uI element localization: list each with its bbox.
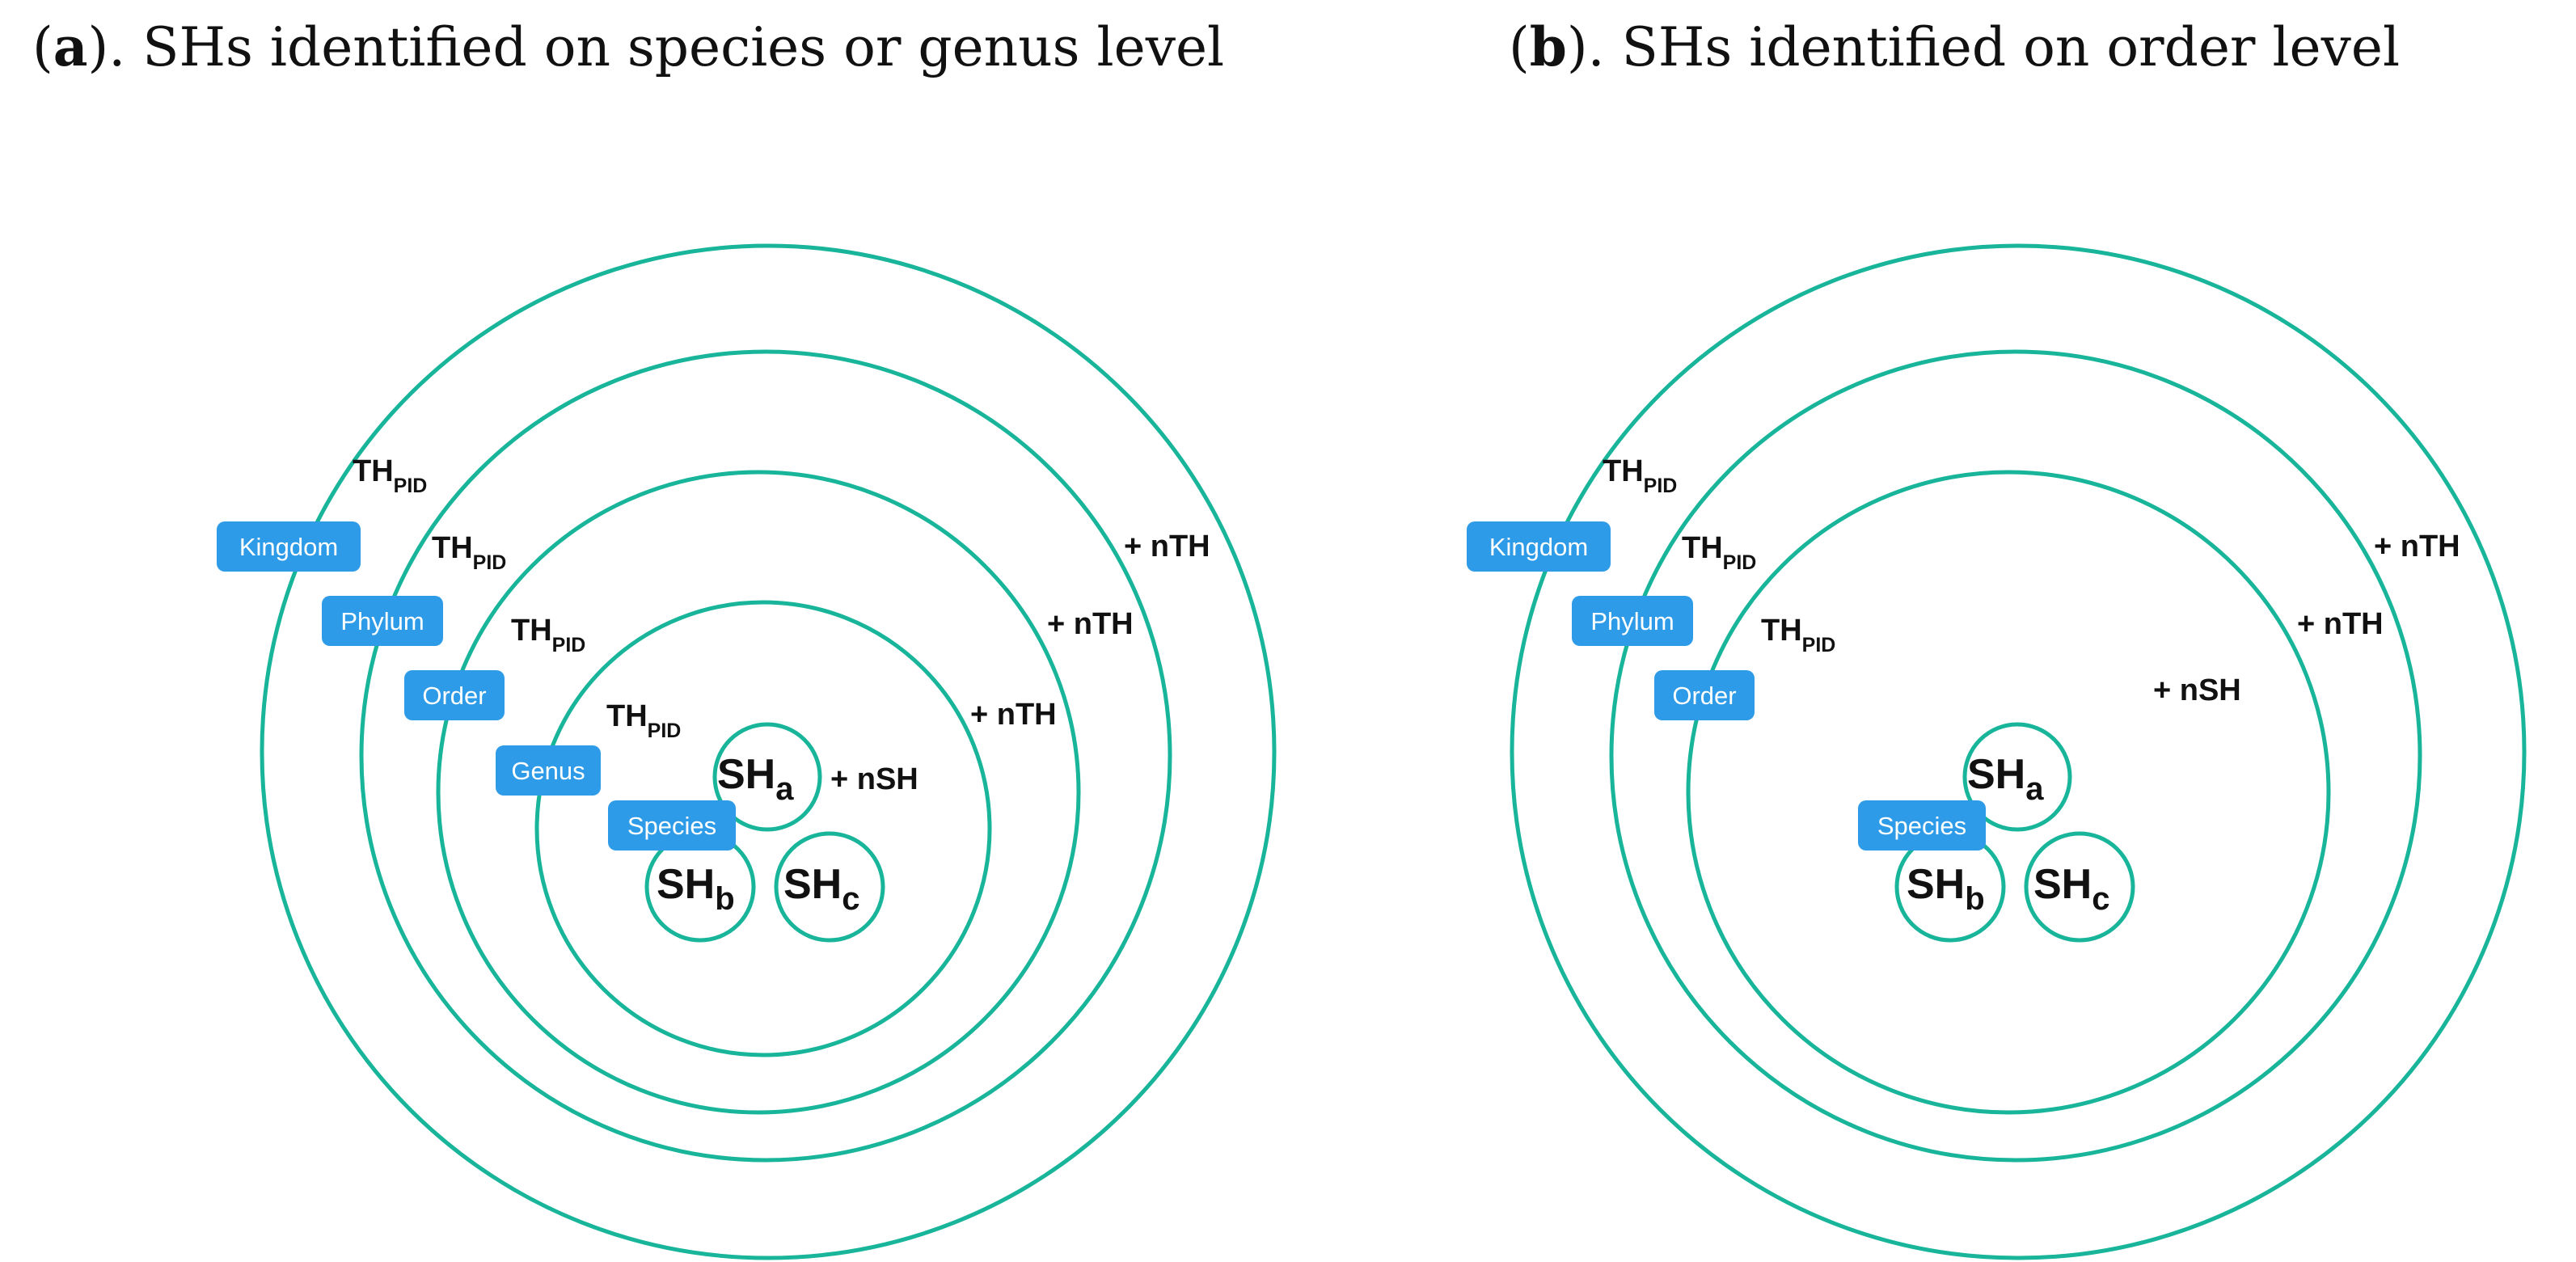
nth-label-phylum: + nTH xyxy=(2297,607,2384,641)
nth-label-order: + nTH xyxy=(970,698,1057,732)
nsh-label: + nSH xyxy=(830,762,918,796)
ring-phylum xyxy=(1609,349,2422,1163)
tag-kingdom: Kingdom xyxy=(217,521,361,572)
panel-a-diagram: THPID THPID THPID THPID + nTH + nTH + nT… xyxy=(217,243,1277,1260)
svg-text:Genus: Genus xyxy=(511,757,585,785)
ring-kingdom xyxy=(260,243,1277,1260)
sh-a-label: SHa xyxy=(1967,751,2044,807)
tag-kingdom: Kingdom xyxy=(1467,521,1611,572)
svg-text:Order: Order xyxy=(1672,682,1736,710)
sh-a-label: SHa xyxy=(717,751,794,807)
nsh-label: + nSH xyxy=(2153,673,2241,707)
sh-b-label: SHb xyxy=(1907,861,1985,917)
svg-text:Phylum: Phylum xyxy=(340,607,424,635)
th-pid-label-order: THPID xyxy=(1761,614,1835,656)
nth-label-kingdom: + nTH xyxy=(1124,530,1210,563)
panel-b-diagram: THPID THPID THPID + nTH + nTH + nSH SHa … xyxy=(1467,243,2527,1260)
circle-sh-c xyxy=(2024,831,2135,943)
svg-text:Order: Order xyxy=(422,682,486,710)
tag-phylum: Phylum xyxy=(322,596,443,646)
th-pid-label-kingdom: THPID xyxy=(1603,454,1677,497)
tag-species: Species xyxy=(608,800,736,850)
tag-phylum: Phylum xyxy=(1572,596,1693,646)
nth-label-kingdom: + nTH xyxy=(2374,530,2460,563)
th-pid-label-kingdom: THPID xyxy=(353,454,427,497)
panel-b-title-text: . SHs identified on order level xyxy=(1587,16,2401,78)
ring-genus xyxy=(534,600,992,1057)
panel-b-title: (b). SHs identified on order level xyxy=(1509,15,2401,78)
svg-text:Species: Species xyxy=(1877,812,1966,840)
panel-a-letter: a xyxy=(53,15,88,78)
svg-text:Kingdom: Kingdom xyxy=(239,533,338,561)
ring-order xyxy=(436,470,1081,1115)
th-pid-label-phylum: THPID xyxy=(432,531,506,574)
panel-a-title-text: . SHs identified on species or genus lev… xyxy=(108,16,1225,78)
panel-a-title: (a). SHs identified on species or genus … xyxy=(32,15,1225,78)
panel-b-letter: b xyxy=(1529,15,1567,78)
th-pid-label-phylum: THPID xyxy=(1682,531,1756,574)
svg-text:Species: Species xyxy=(627,812,716,840)
sh-c-label: SHc xyxy=(2033,861,2110,917)
nth-label-phylum: + nTH xyxy=(1047,607,1134,641)
tag-order: Order xyxy=(404,670,505,720)
tag-order: Order xyxy=(1654,670,1755,720)
circle-sh-c xyxy=(774,831,885,943)
ring-order xyxy=(1686,470,2331,1115)
tag-species: Species xyxy=(1858,800,1986,850)
th-pid-label-genus: THPID xyxy=(606,699,681,742)
sh-c-label: SHc xyxy=(783,861,860,917)
circle-sh-a xyxy=(712,722,822,832)
svg-text:Kingdom: Kingdom xyxy=(1489,533,1588,561)
sh-b-label: SHb xyxy=(657,861,735,917)
ring-kingdom xyxy=(1510,243,2527,1260)
circle-sh-a xyxy=(1962,722,2072,832)
tag-genus: Genus xyxy=(496,745,601,796)
svg-text:Phylum: Phylum xyxy=(1590,607,1674,635)
ring-phylum xyxy=(359,349,1172,1163)
th-pid-label-order: THPID xyxy=(511,614,585,656)
